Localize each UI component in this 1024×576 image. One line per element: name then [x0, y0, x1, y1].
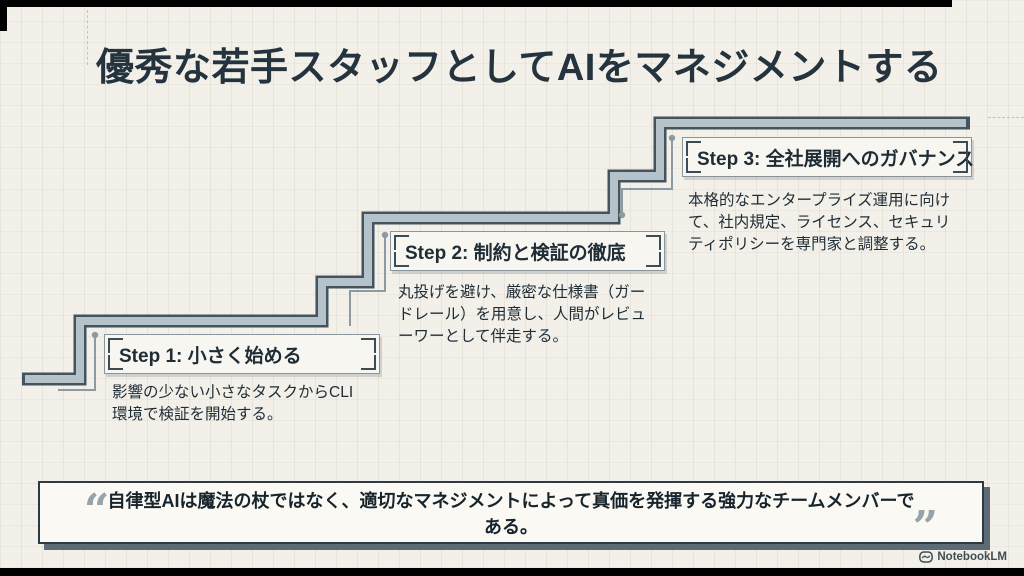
corner-bracket	[108, 338, 123, 353]
step2-label: Step 2: 制約と検証の徹底	[405, 242, 626, 264]
echo-dot-step1	[91, 331, 99, 339]
page-title: 優秀な若手スタッフとしてAIをマネジメントする	[96, 47, 943, 89]
corner-bracket	[686, 158, 701, 173]
open-quote-icon: “	[84, 485, 110, 536]
corner-bracket	[686, 141, 701, 156]
corner-bracket	[953, 158, 968, 173]
close-quote-icon: ”	[912, 502, 938, 553]
step1-label: Step 1: 小さく始める	[119, 345, 302, 367]
corner-bracket	[361, 355, 376, 370]
corner-bracket	[646, 235, 661, 250]
notebooklm-label: NotebookLM	[937, 551, 1007, 563]
quote-text: 自律型AIは魔法の杖ではなく、適切なマネジメントによって真価を発揮する強力なチー…	[107, 490, 915, 537]
top-left-letterbox-bar	[0, 0, 7, 31]
step3-label: Step 3: 全社展開へのガバナンス	[697, 148, 975, 170]
step1-description: 影響の少ない小さなタスクからCLI環境で検証を開始する。	[112, 384, 354, 423]
step3-description: 本格的なエンタープライズ運用に向けて、社内規定、ライセンス、セキュリティポリシー…	[688, 192, 951, 253]
dashed-guide-vertical	[87, 10, 88, 65]
corner-bracket	[361, 338, 376, 353]
bottom-letterbox-bar	[0, 568, 1024, 576]
notebooklm-branding: NotebookLM	[919, 551, 1007, 563]
corner-bracket	[394, 235, 409, 250]
top-letterbox-bar	[0, 0, 952, 7]
corner-bracket	[953, 141, 968, 156]
corner-bracket	[108, 355, 123, 370]
dashed-guide-horizontal	[988, 117, 1024, 118]
echo-dot-step2	[381, 231, 389, 239]
echo-line-step3	[621, 139, 673, 214]
echo-dot-step3-top	[668, 134, 676, 142]
corner-bracket	[646, 252, 661, 267]
corner-bracket	[394, 252, 409, 267]
notebooklm-logo-icon	[919, 551, 934, 563]
echo-line-step1	[58, 336, 96, 391]
echo-line-step2	[349, 236, 386, 326]
quote-box: “ 自律型AIは魔法の杖ではなく、適切なマネジメントによって真価を発揮する強力な…	[38, 481, 984, 550]
echo-dot-step3-bottom	[618, 211, 626, 219]
step1-label-box: Step 1: 小さく始める	[104, 334, 380, 374]
step3-label-box: Step 3: 全社展開へのガバナンス	[682, 137, 975, 177]
step2-description: 丸投げを避け、厳密な仕様書（ガードレール）を用意し、人間がレビューワーとして伴走…	[398, 284, 647, 345]
step2-label-box: Step 2: 制約と検証の徹底	[390, 231, 665, 271]
